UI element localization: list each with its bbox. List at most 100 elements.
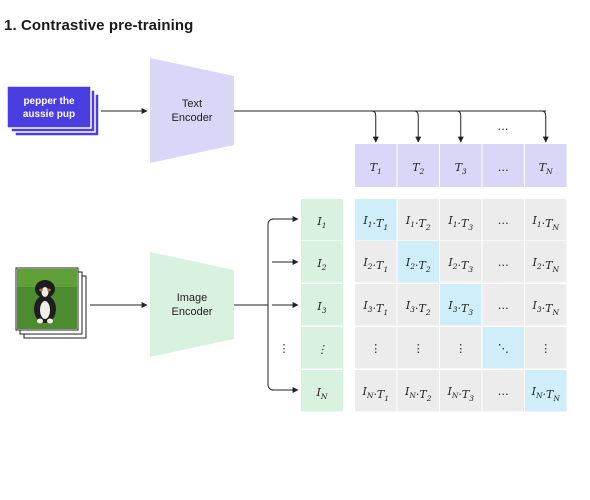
symbol: T — [376, 259, 385, 272]
dot-operator: · — [415, 259, 419, 272]
dot-operator: · — [542, 302, 546, 315]
symbol: I — [316, 215, 322, 228]
matrix-ellipsis: ⋮ — [413, 342, 424, 355]
text-input-label: pepper the — [23, 96, 75, 107]
bus-vertical-ellipsis: ⋮ — [279, 342, 290, 355]
dog-blaze — [41, 287, 49, 297]
dot-operator: · — [542, 259, 546, 272]
dot-operator: · — [542, 217, 546, 230]
symbol: T — [419, 388, 428, 401]
matrix-product-label: I1·T2 — [405, 214, 431, 232]
image-input-stack — [15, 267, 87, 339]
text-feature-label: T1 — [370, 161, 382, 176]
text-feature-label: T2 — [412, 161, 424, 176]
text-feature-arrow — [456, 110, 464, 143]
subscript: 2 — [425, 223, 431, 232]
matrix-cell — [397, 199, 439, 241]
matrix-cell — [397, 284, 439, 326]
text-encoder-shape — [150, 58, 234, 163]
matrix-cell — [355, 327, 397, 369]
subscript: N — [545, 167, 553, 176]
text-encoder-label: Encoder — [172, 112, 213, 124]
image-feature-label: IN — [316, 386, 328, 401]
subscript: 2 — [426, 394, 432, 403]
subscript: 1 — [377, 167, 382, 176]
matrix-ellipsis: ⋮ — [370, 342, 381, 355]
matrix-ellipsis: … — [498, 385, 509, 398]
symbol: I — [531, 214, 537, 227]
subscript: 2 — [425, 265, 431, 274]
matrix-cell — [397, 370, 439, 412]
text-feature-arrow — [371, 110, 379, 143]
matrix-cell — [355, 370, 397, 412]
matrix-ellipsis: ⋮ — [455, 342, 466, 355]
matrix-product-label: I1·T1 — [362, 214, 388, 232]
dot-operator: · — [416, 388, 420, 401]
matrix-cell — [482, 284, 524, 326]
symbol: T — [419, 259, 428, 272]
dot-operator: · — [458, 217, 462, 230]
subscript: N — [551, 265, 559, 274]
subscript: N — [366, 391, 374, 400]
matrix-cell — [525, 327, 567, 369]
matrix-cell — [355, 284, 397, 326]
subscript: 1 — [453, 220, 458, 229]
symbol: T — [545, 302, 554, 315]
connectors-layer: …⋮ — [90, 108, 549, 393]
dot-operator: · — [458, 259, 462, 272]
subscript: 2 — [419, 167, 425, 176]
subscript: N — [551, 223, 559, 232]
matrix-cell — [482, 199, 524, 241]
symbol: I — [447, 299, 453, 312]
symbol: T — [377, 388, 386, 401]
matrix-product-label: I3·TN — [531, 299, 559, 317]
dog-paw — [47, 318, 53, 324]
matrix-ellipsis: … — [498, 299, 509, 312]
image-encoder-label: Encoder — [172, 306, 213, 318]
matrix-ellipsis: ⋮ — [540, 342, 551, 355]
dog-paw — [37, 318, 43, 324]
subscript: 3 — [322, 306, 327, 315]
subscript: 3 — [462, 167, 467, 176]
matrix-product-label: I1·T3 — [447, 214, 473, 232]
dog-chest — [40, 301, 50, 319]
symbol: I — [316, 300, 322, 313]
text-input-stack: pepper the aussie pup — [6, 85, 100, 137]
symbol: T — [376, 302, 385, 315]
text-feature-cell — [355, 144, 397, 187]
subscript: N — [320, 392, 328, 401]
image-feature-cell — [301, 327, 343, 369]
matrix-cell — [397, 327, 439, 369]
image-feature-label: ⋮ — [317, 343, 328, 356]
subscript: 2 — [321, 263, 327, 272]
symbol: I — [447, 214, 453, 227]
symbol: I — [362, 299, 368, 312]
subscript: 1 — [368, 220, 373, 229]
symbol: ⋮ — [317, 343, 328, 356]
symbol: I — [316, 257, 322, 270]
matrix-product-label: IN·TN — [531, 385, 561, 403]
subscript: 3 — [410, 305, 415, 314]
text-feature-cell — [440, 144, 482, 187]
dot-operator: · — [458, 302, 462, 315]
matrix-cell-diagonal — [440, 284, 482, 326]
matrix-cell-diagonal — [355, 199, 397, 241]
subscript: 2 — [536, 262, 542, 271]
subscript: 2 — [367, 262, 373, 271]
symbol: T — [419, 217, 428, 230]
grass-highlight — [17, 269, 77, 287]
image-encoder-shape — [150, 252, 234, 357]
symbol: T — [461, 217, 470, 230]
text-input-card — [6, 85, 92, 129]
matrix-ellipsis: … — [498, 214, 509, 227]
text-input-label: aussie pup — [23, 109, 75, 120]
text-feature-cell — [482, 144, 524, 187]
dot-operator: · — [543, 388, 547, 401]
dot-operator: · — [415, 302, 419, 315]
subscript: N — [551, 308, 559, 317]
dot-operator: · — [373, 388, 377, 401]
subscript: 1 — [410, 220, 415, 229]
symbol: T — [546, 388, 555, 401]
subscript: 1 — [383, 308, 388, 317]
